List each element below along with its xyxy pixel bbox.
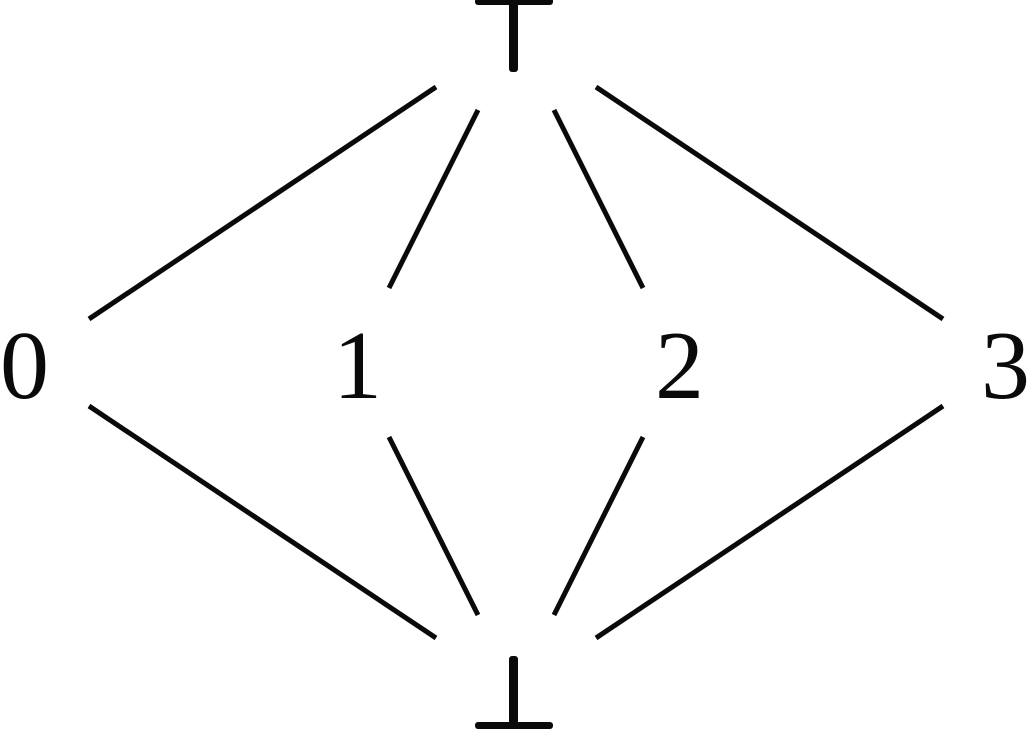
top-element — [475, 0, 553, 72]
node-2: 2 — [655, 312, 704, 420]
edge-top-0 — [87, 84, 438, 322]
edge-2-bottom — [551, 435, 646, 617]
edge-3-bottom — [594, 403, 945, 641]
edge-1-bottom — [386, 435, 481, 617]
edges — [87, 84, 945, 641]
node-1: 1 — [333, 312, 382, 420]
node-0: 0 — [0, 312, 49, 420]
edge-top-3 — [594, 84, 945, 322]
edge-0-bottom — [87, 403, 438, 641]
edge-top-1 — [386, 108, 481, 290]
bottom-element — [475, 656, 553, 729]
edge-top-2 — [551, 108, 646, 290]
node-3: 3 — [981, 312, 1029, 420]
